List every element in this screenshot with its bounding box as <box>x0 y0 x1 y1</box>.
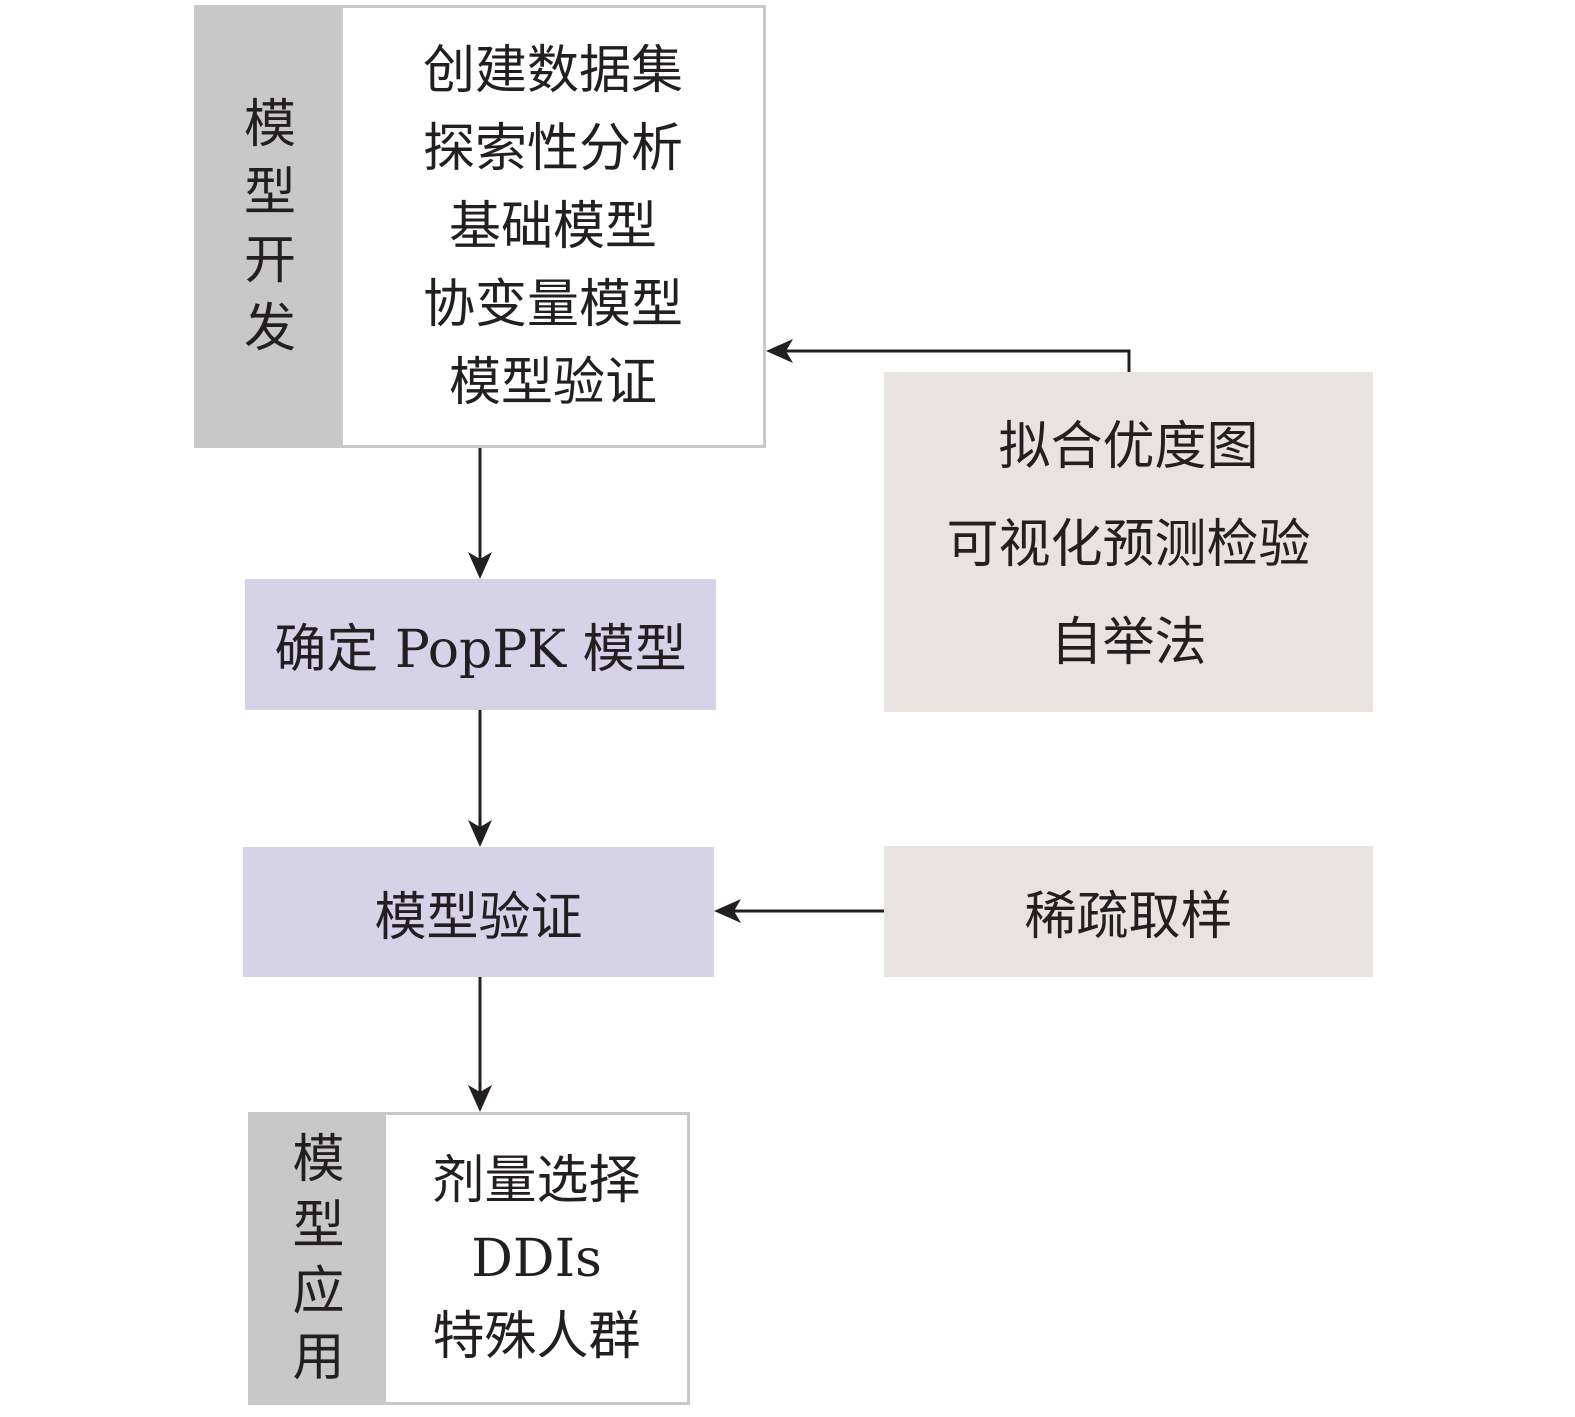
step-base-model: 基础模型 <box>448 196 657 257</box>
arrowhead-down <box>468 820 492 847</box>
model-development-box: 模 型 开 发 创建数据集 探索性分析 基础模型 协变量模型 模型验证 <box>194 5 766 448</box>
diagnostics-box: 拟合优度图 可视化预测检验 自举法 <box>884 372 1373 712</box>
sparse-sampling-box: 稀疏取样 <box>884 846 1373 977</box>
side-char: 用 <box>292 1327 345 1388</box>
sparse-sampling-label: 稀疏取样 <box>1024 887 1233 947</box>
side-char: 应 <box>292 1261 345 1322</box>
arrow-diagnostics-to-dev <box>786 349 1131 372</box>
step-model-validation: 模型验证 <box>448 352 657 413</box>
side-char: 型 <box>243 162 296 223</box>
model-development-steps: 创建数据集 探索性分析 基础模型 协变量模型 模型验证 <box>343 8 763 445</box>
application-special-populations: 特殊人群 <box>432 1306 641 1367</box>
diagnostics-items: 拟合优度图 可视化预测检验 自举法 <box>884 372 1373 712</box>
diagnostic-vpc: 可视化预测检验 <box>946 515 1311 575</box>
arrowhead-down <box>468 552 492 579</box>
model-application-box: 模 型 应 用 剂量选择 DDIs 特殊人群 <box>248 1112 690 1405</box>
diagnostic-gof-plot: 拟合优度图 <box>998 417 1259 477</box>
side-char: 模 <box>292 1129 345 1190</box>
model-development-side-label: 模 型 开 发 <box>197 8 343 445</box>
application-dose-selection: 剂量选择 <box>432 1150 641 1211</box>
arrowhead-down <box>468 1085 492 1112</box>
arrowhead-left <box>766 339 793 363</box>
diagnostic-bootstrap: 自举法 <box>1050 613 1207 673</box>
final-popPK-model-box: 确定 PopPK 模型 <box>245 579 716 710</box>
step-create-dataset: 创建数据集 <box>422 40 683 101</box>
arrowhead-left <box>714 899 741 923</box>
final-model-label: 确定 PopPK 模型 <box>274 620 687 680</box>
step-covariate-model: 协变量模型 <box>422 274 683 335</box>
step-exploratory-analysis: 探索性分析 <box>422 118 683 179</box>
side-char: 发 <box>243 298 296 359</box>
side-char: 开 <box>243 230 296 291</box>
application-ddis: DDIs <box>471 1228 602 1289</box>
model-validation-box: 模型验证 <box>243 847 714 977</box>
side-char: 模 <box>243 94 296 155</box>
side-char: 型 <box>292 1195 345 1256</box>
model-application-side-label: 模 型 应 用 <box>251 1115 386 1402</box>
validation-label: 模型验证 <box>374 887 583 948</box>
model-application-items: 剂量选择 DDIs 特殊人群 <box>386 1115 687 1402</box>
